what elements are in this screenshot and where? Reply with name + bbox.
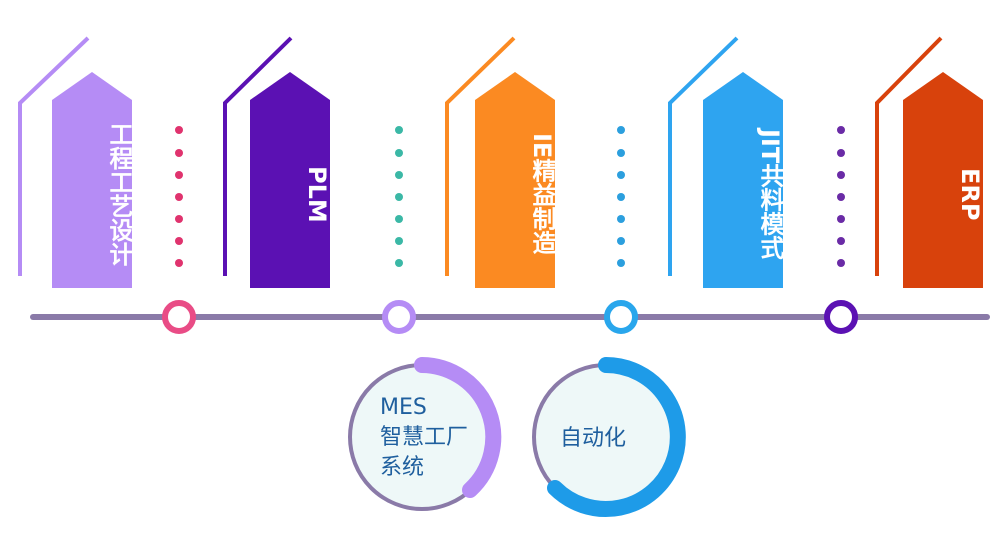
accent-line-3	[445, 36, 516, 276]
mes-label: MES 智慧工厂 系统	[380, 393, 490, 483]
pillar-label: JIT共料模式	[756, 128, 784, 260]
dots-3	[617, 126, 625, 267]
mes-label-line2: 智慧工厂	[380, 425, 469, 450]
mes-circle-bg	[350, 365, 494, 509]
pillar-erp: ERP	[903, 72, 984, 288]
mes-circle-arc	[414, 357, 502, 498]
automation-label: 自动化	[560, 426, 627, 451]
timeline-node-2	[382, 300, 416, 334]
pillar-ie-lean: IE精益制造	[475, 72, 556, 288]
timeline-node-1	[162, 300, 196, 334]
dots-1	[175, 126, 183, 267]
dots-2	[395, 126, 403, 267]
accent-line-2	[223, 36, 293, 276]
timeline-node-3	[604, 300, 638, 334]
mes-label-line1: MES	[380, 395, 427, 420]
pillar-label: PLM	[303, 165, 331, 223]
accent-line-1	[18, 36, 90, 276]
pillar-label: 工程工艺设计	[105, 122, 133, 266]
timeline-node-4	[824, 300, 858, 334]
pillar-jit: JIT共料模式	[703, 72, 784, 288]
pillar-engineering-design: 工程工艺设计	[52, 72, 133, 288]
accent-line-5	[875, 36, 943, 276]
accent-line-4	[668, 36, 739, 276]
pillar-label: ERP	[956, 167, 984, 221]
pillar-plm: PLM	[250, 72, 331, 288]
automation-circle-bg	[534, 365, 678, 509]
automation-circle-arc	[547, 357, 686, 517]
pillar-label: IE精益制造	[528, 133, 556, 255]
mes-label-line3: 系统	[380, 455, 425, 480]
dots-4	[837, 126, 845, 267]
